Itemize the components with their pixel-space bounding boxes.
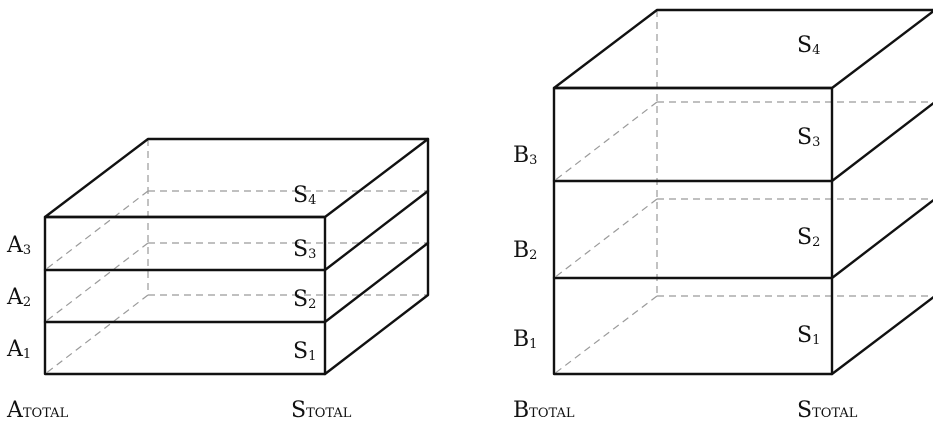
left-side-divider-upper	[323, 189, 430, 272]
left-hidden-diag-2	[44, 242, 149, 323]
right-top-face	[552, 8, 933, 90]
left-layer-label-2: A2	[6, 285, 31, 310]
left-layer-label-3: A3	[6, 233, 31, 258]
left-surface-label-2: S2	[293, 287, 316, 312]
left-total-s: STOTAL	[291, 398, 352, 422]
right-surface-label-1: S1	[797, 323, 820, 348]
right-side-divider-upper	[830, 102, 933, 183]
left-back-hidden-depth	[44, 294, 149, 375]
right-surface-label-4: S4	[797, 33, 820, 58]
left-layer-label-1: A1	[6, 337, 31, 362]
left-surface-label-1: S1	[293, 339, 316, 364]
right-stacked-box: B3 B2 B1 S4 S3 S2 S1 BTOTAL STOTAL	[513, 8, 933, 422]
left-hidden-diag-3	[44, 190, 149, 271]
left-front-face	[43, 215, 327, 376]
left-surface-label-3: S3	[293, 237, 316, 262]
right-hidden-diag-3	[553, 101, 658, 182]
right-total-s: STOTAL	[797, 398, 858, 422]
right-side-divider-lower	[830, 199, 933, 280]
left-top-face	[43, 137, 430, 219]
left-surface-label-4: S4	[293, 183, 316, 208]
right-surface-label-2: S2	[797, 225, 820, 250]
right-surface-label-3: S3	[797, 125, 820, 150]
right-side-bottom-edge	[830, 296, 933, 376]
left-side-divider-lower	[323, 241, 430, 324]
right-total-b: BTOTAL	[513, 398, 575, 422]
right-hidden-diag-2	[553, 198, 658, 279]
left-total-a: ATOTAL	[6, 398, 69, 422]
right-front-face	[552, 86, 834, 376]
left-stacked-box: A3 A2 A1 S4 S3 S2 S1 ATOTAL STOTAL	[6, 137, 430, 422]
right-layer-label-2: B2	[513, 238, 537, 263]
right-layer-label-1: B1	[513, 327, 537, 352]
right-back-hidden-depth	[553, 295, 658, 375]
right-layer-label-3: B3	[513, 143, 537, 168]
left-right-face-edge	[323, 137, 430, 376]
